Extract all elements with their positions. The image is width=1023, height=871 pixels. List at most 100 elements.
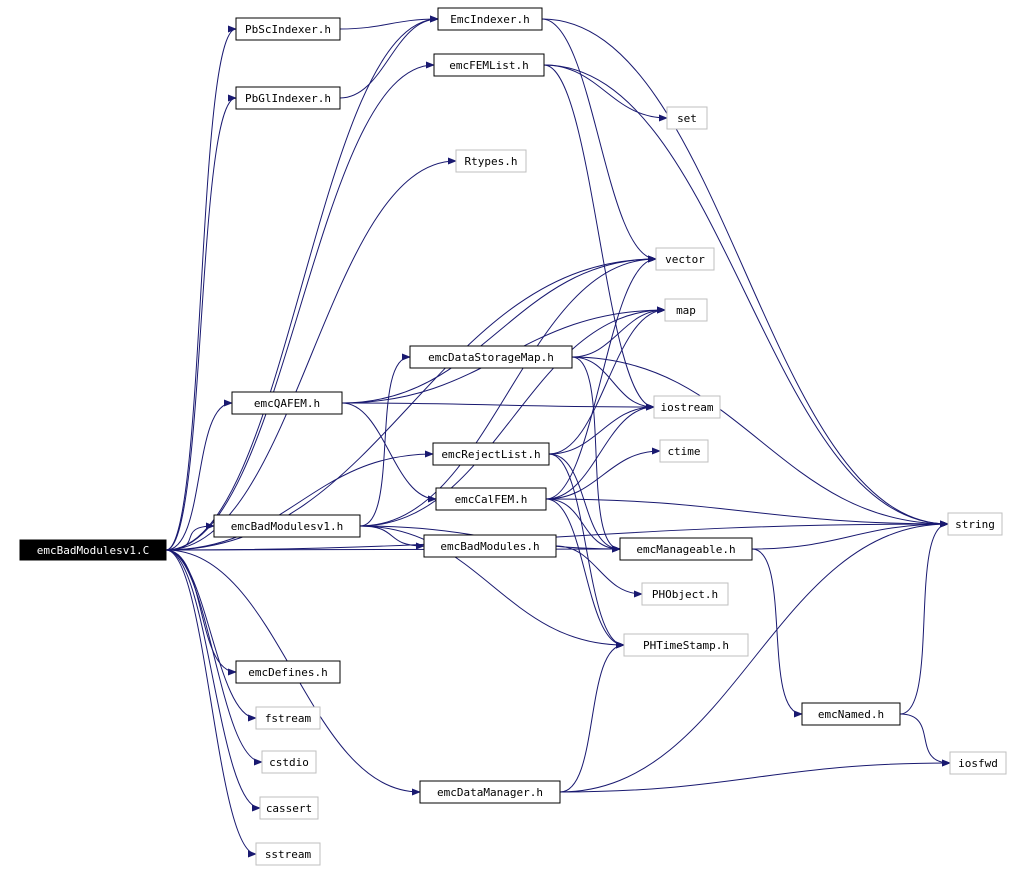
- edge-line: [545, 447, 661, 500]
- edge-calfem-to-vector: [545, 255, 657, 500]
- edge-qafem-to-calfem: [341, 402, 437, 503]
- node-cstdio: cstdio: [261, 750, 317, 774]
- node-label: set: [677, 112, 697, 125]
- edge-dsmap-to-iostream: [571, 356, 655, 411]
- edge-manage-to-named: [751, 548, 803, 718]
- node-box: [231, 391, 343, 415]
- node-string: string: [947, 512, 1003, 536]
- edge-rejlist-to-map: [548, 306, 666, 455]
- node-box: [664, 298, 708, 322]
- node-label: iostream: [661, 401, 714, 414]
- node-box: [659, 439, 709, 463]
- edge-line: [545, 255, 657, 500]
- node-datamgr[interactable]: emcDataManager.h: [419, 780, 561, 804]
- edge-manage-to-string: [751, 520, 949, 550]
- node-rejlist[interactable]: emcRejectList.h: [432, 442, 550, 466]
- edge-femlist-to-iostream: [543, 64, 655, 411]
- edge-root-to-fstream: [165, 549, 257, 722]
- node-manage[interactable]: emcManageable.h: [619, 537, 753, 561]
- edge-named-to-iosfwd: [899, 713, 951, 767]
- edge-calfem-to-iostream: [545, 403, 655, 500]
- edge-line: [341, 402, 437, 503]
- node-pbgl[interactable]: PbGlIndexer.h: [235, 86, 341, 110]
- edge-line: [165, 450, 434, 551]
- node-femlist[interactable]: emcFEMList.h: [433, 53, 545, 77]
- edge-line: [341, 402, 655, 411]
- node-root[interactable]: emcBadModulesv1.C: [19, 539, 167, 561]
- node-box: [419, 780, 561, 804]
- node-box: [947, 512, 1003, 536]
- node-label: fstream: [265, 712, 312, 725]
- node-label: PbGlIndexer.h: [245, 92, 331, 105]
- node-box: [235, 17, 341, 41]
- edge-line: [543, 64, 949, 528]
- edge-line: [165, 25, 237, 551]
- edge-root-to-cstdio: [165, 549, 263, 766]
- edge-line: [545, 498, 625, 649]
- edge-line: [571, 356, 621, 553]
- edge-line: [751, 520, 949, 550]
- node-label: emcDefines.h: [248, 666, 327, 679]
- node-label: sstream: [265, 848, 312, 861]
- node-emcidx[interactable]: EmcIndexer.h: [437, 7, 543, 31]
- edge-line: [899, 713, 951, 767]
- edge-line: [543, 64, 668, 122]
- edge-line: [751, 548, 803, 718]
- node-label: PbScIndexer.h: [245, 23, 331, 36]
- node-dsmap[interactable]: emcDataStorageMap.h: [409, 345, 573, 369]
- edge-line: [165, 549, 257, 858]
- edge-line: [548, 453, 621, 553]
- edge-qafem-to-iostream: [341, 402, 655, 411]
- node-box: [255, 706, 321, 730]
- node-qafem[interactable]: emcQAFEM.h: [231, 391, 343, 415]
- edge-rejlist-to-iostream: [548, 403, 655, 455]
- node-vector: vector: [655, 247, 715, 271]
- node-phts: PHTimeStamp.h: [623, 633, 749, 657]
- edge-line: [545, 498, 949, 528]
- node-pbsc[interactable]: PbScIndexer.h: [235, 17, 341, 41]
- node-box: [433, 53, 545, 77]
- node-badmod[interactable]: emcBadModules.h: [423, 534, 557, 558]
- edge-badmod-to-phobj: [555, 545, 643, 598]
- node-box: [435, 487, 547, 511]
- edge-root-to-femlist: [165, 61, 435, 551]
- node-label: emcBadModules.h: [440, 540, 539, 553]
- edge-badv1h-to-dsmap: [359, 353, 411, 527]
- node-ctime: ctime: [659, 439, 709, 463]
- edge-line: [571, 356, 655, 411]
- node-box: [432, 442, 550, 466]
- node-box: [623, 633, 749, 657]
- edge-rejlist-to-phts: [548, 453, 625, 649]
- edge-root-to-badv1h: [165, 522, 215, 551]
- edge-line: [571, 306, 666, 358]
- edge-rejlist-to-manage: [548, 453, 621, 553]
- node-box: [19, 539, 167, 561]
- node-box: [213, 514, 361, 538]
- node-label: emcManageable.h: [636, 543, 735, 556]
- node-calfem[interactable]: emcCalFEM.h: [435, 487, 547, 511]
- node-box: [619, 537, 753, 561]
- node-box: [259, 796, 319, 820]
- node-defines[interactable]: emcDefines.h: [235, 660, 341, 684]
- node-label: emcQAFEM.h: [254, 397, 320, 410]
- node-label: cstdio: [269, 756, 309, 769]
- edge-emcidx-to-string: [541, 18, 949, 528]
- edge-line: [559, 641, 625, 793]
- edge-line: [165, 520, 949, 551]
- edge-named-to-string: [899, 520, 949, 715]
- edge-datamgr-to-iosfwd: [559, 759, 951, 793]
- node-named[interactable]: emcNamed.h: [801, 702, 901, 726]
- node-label: string: [955, 518, 995, 531]
- edge-calfem-to-phts: [545, 498, 625, 649]
- edge-root-to-sstream: [165, 549, 257, 858]
- node-label: PHTimeStamp.h: [643, 639, 729, 652]
- edge-line: [165, 549, 261, 812]
- node-label: emcFEMList.h: [449, 59, 528, 72]
- edge-calfem-to-string: [545, 498, 949, 528]
- node-box: [641, 582, 729, 606]
- edge-datamgr-to-phts: [559, 641, 625, 793]
- edge-root-to-emcidx: [165, 15, 439, 551]
- edge-line: [548, 306, 666, 455]
- edge-line: [165, 549, 263, 766]
- node-badv1h[interactable]: emcBadModulesv1.h: [213, 514, 361, 538]
